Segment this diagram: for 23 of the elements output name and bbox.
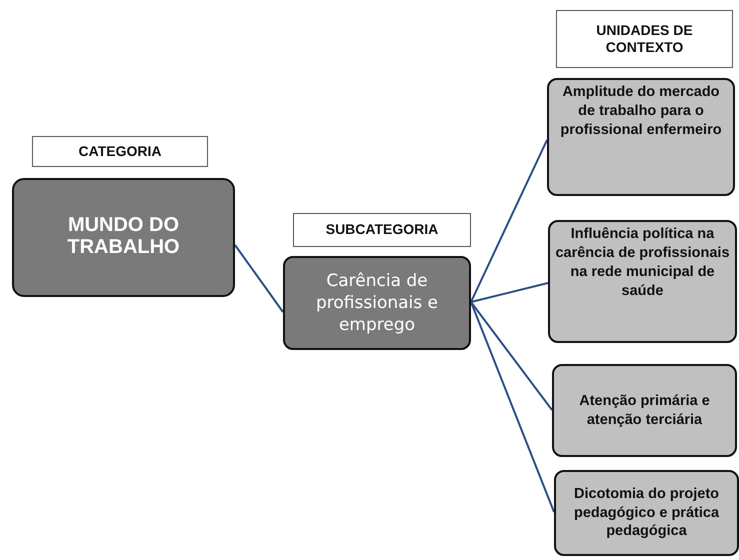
header-box bbox=[32, 136, 208, 167]
node-label: SUBCATEGORIA bbox=[326, 221, 438, 239]
context-unit-box bbox=[547, 78, 735, 196]
node-label: MUNDO DO TRABALHO bbox=[66, 214, 181, 258]
node-label: Influência política na carência de profissionais na rede municipal de saúde bbox=[554, 225, 731, 300]
category-box bbox=[12, 178, 235, 297]
context-unit-box bbox=[548, 220, 737, 343]
node-label: CATEGORIA bbox=[78, 142, 162, 160]
node-label: Amplitude do mercado de trabalho para o profissional enfermeiro bbox=[559, 83, 723, 140]
connector-line bbox=[470, 301, 553, 411]
node-label: UNIDADES DE CONTEXTO bbox=[595, 22, 694, 56]
subcategory-box bbox=[283, 256, 471, 350]
header-box bbox=[293, 213, 471, 247]
context-unit-box bbox=[554, 470, 739, 556]
node-label: Carência de profissionais e emprego bbox=[315, 270, 439, 336]
connector-line bbox=[234, 244, 284, 313]
connector-line bbox=[470, 302, 555, 512]
node-label: Atenção primária e atenção terciária bbox=[578, 392, 711, 430]
connector-line bbox=[470, 282, 548, 303]
header-box bbox=[556, 10, 733, 68]
context-unit-box bbox=[552, 364, 737, 457]
connector-line bbox=[470, 140, 548, 302]
node-label: Dicotomia do projeto pedagógico e prática pedagógica bbox=[572, 484, 720, 542]
